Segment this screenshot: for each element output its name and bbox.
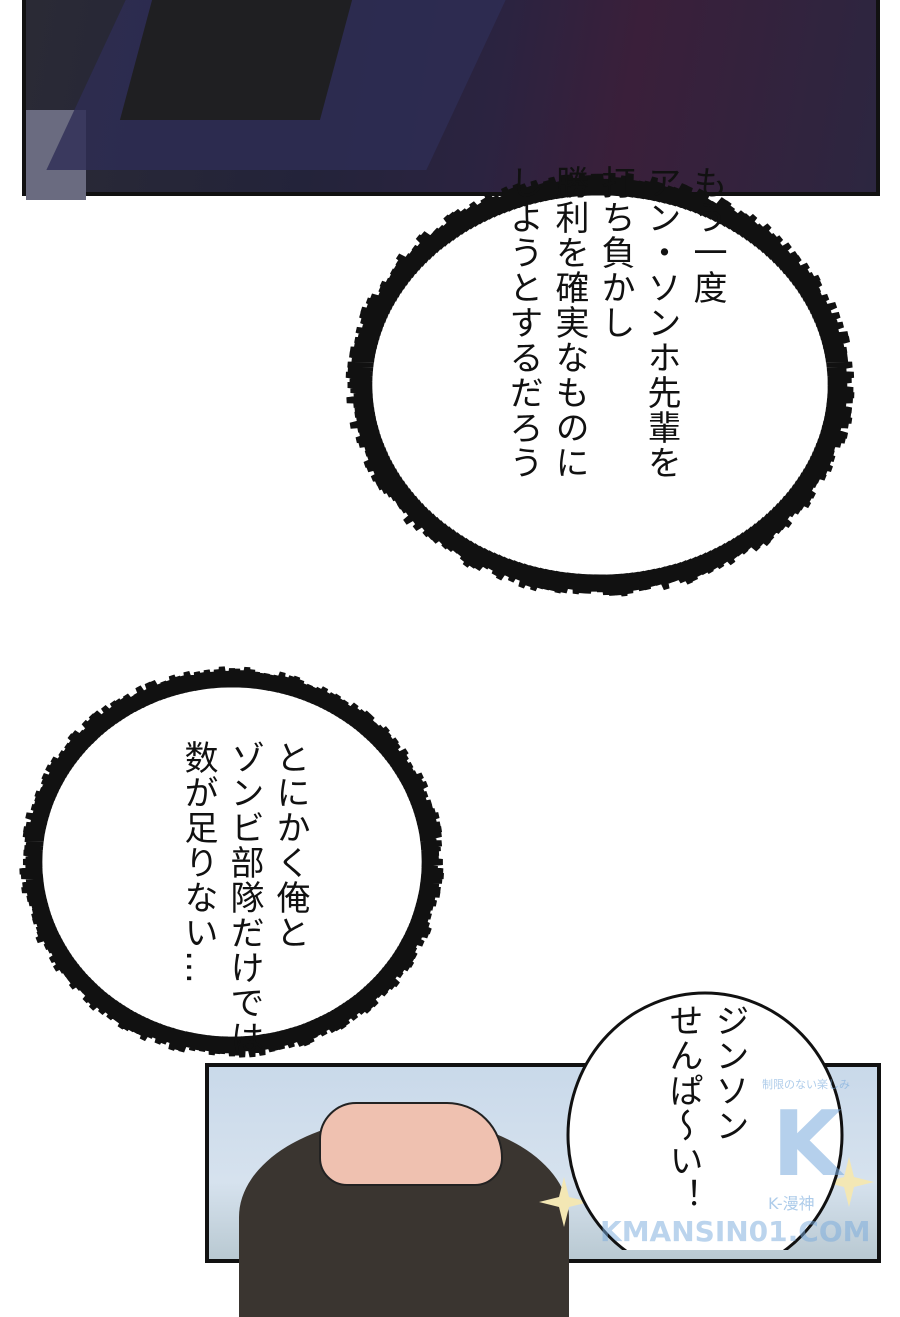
line: アン・ソンホ先輩を [641, 165, 681, 480]
bubble-1-text: もう一度アン・ソンホ先輩を打ち負かし勝利を確実なものにしようとするだろう [500, 165, 730, 480]
line: 数が足りない… [178, 740, 218, 985]
line: とにかく俺と [270, 740, 310, 950]
line: ジンソン [709, 1003, 749, 1143]
line: もう一度 [687, 165, 727, 305]
watermark-tagline: 制限のない楽しみ [762, 1078, 850, 1091]
bubble-2-text: とにかく俺とゾンビ部隊だけでは数が足りない… [175, 740, 313, 1055]
watermark-name: K-漫神 [768, 1195, 815, 1213]
bubble-3-text: ジンソンせんぱ〜い！ [660, 1003, 752, 1213]
line: ゾンビ部隊だけでは [224, 740, 264, 1055]
line: せんぱ〜い！ [663, 1003, 703, 1213]
speech-bubbles [0, 0, 900, 1250]
watermark-site: KMANSIN01.COM [600, 1216, 871, 1248]
watermark-logo: K [772, 1095, 842, 1195]
line: しようとするだろう [503, 165, 543, 480]
line: 勝利を確実なものに [549, 165, 589, 480]
line: 打ち負かし [595, 165, 635, 340]
